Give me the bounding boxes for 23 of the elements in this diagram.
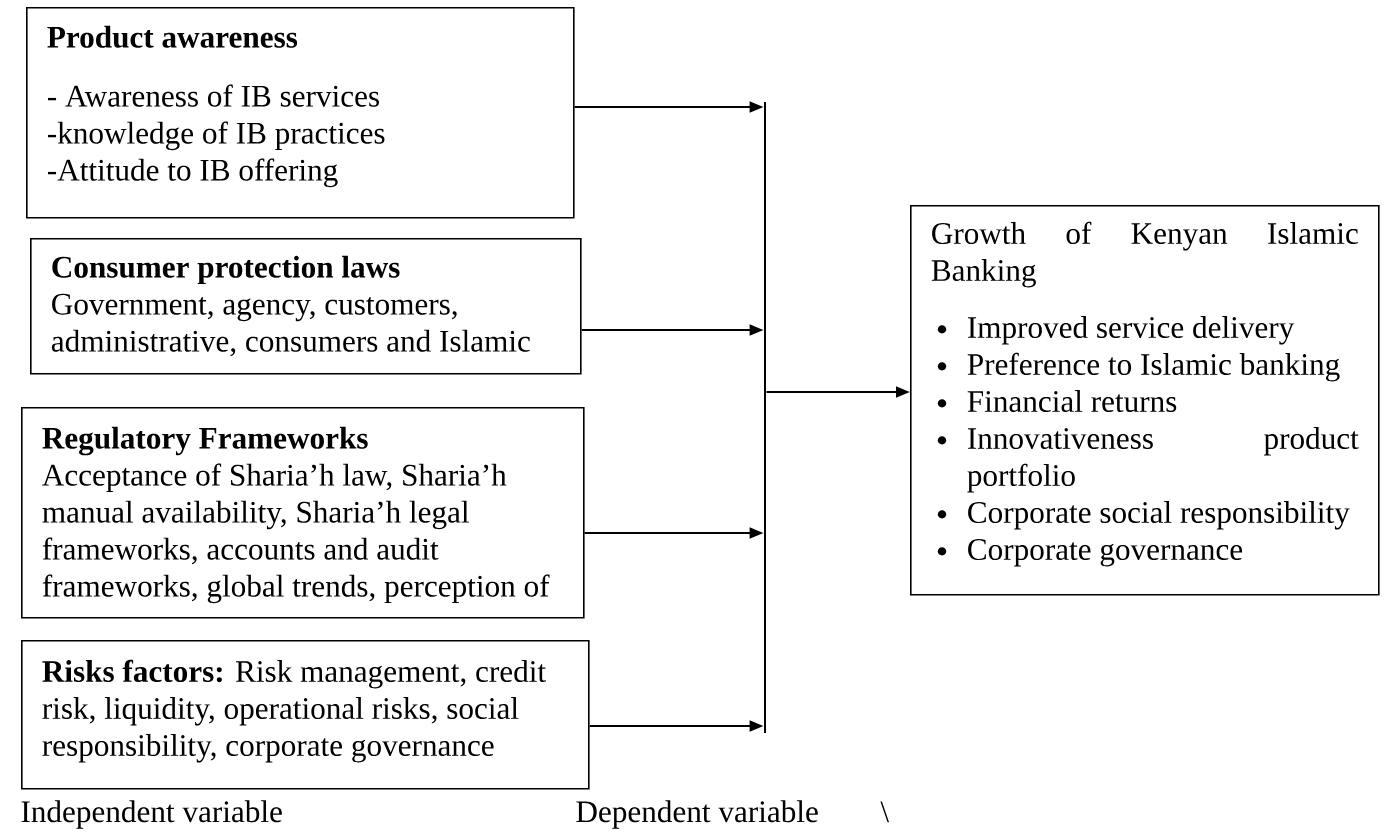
- bullet-item: Corporate governance: [937, 539, 1243, 567]
- factor-box: [26, 7, 575, 219]
- box-heading: Product awareness: [47, 25, 298, 48]
- box-text: Acceptance of Sharia’h law, Sharia’h manual availability, Sharia’h legal frameworks, accounts and audit frameworks, global trends, perception of: [42, 463, 550, 604]
- box-text: -knowledge of IB practices: [47, 121, 385, 151]
- caption-text: \: [880, 801, 890, 823]
- bullet-item: Improved service delivery: [937, 316, 1295, 345]
- factor-box: [910, 205, 1380, 596]
- bullet-item: Preference to Islamic banking: [937, 352, 1340, 382]
- factor-box: [21, 640, 590, 790]
- bullet-item: Financial returns: [937, 390, 1177, 413]
- box-heading: Growth of Kenyan Islamic Banking: [931, 221, 1358, 288]
- box-text: -Attitude to IB offering: [47, 158, 338, 188]
- caption-text: Dependent variable: [576, 800, 818, 829]
- box-heading: Consumer protection laws: [52, 255, 400, 285]
- factor-box: [30, 238, 582, 375]
- bullet-item: Corporate social responsibility: [937, 501, 1350, 530]
- bullet-item: Innovativeness product portfolio: [937, 427, 1359, 493]
- factor-box: [21, 407, 585, 619]
- box-text: - Awareness of IB services: [47, 84, 379, 107]
- box-text: Government, agency, customers, administrative, consumers and Islamic: [51, 293, 530, 357]
- box-text: Risks factors: Risk management, credit risk, liquidity, operational risks, social responsibility, corporate governance: [42, 659, 546, 763]
- box-heading: Regulatory Frameworks: [42, 426, 368, 456]
